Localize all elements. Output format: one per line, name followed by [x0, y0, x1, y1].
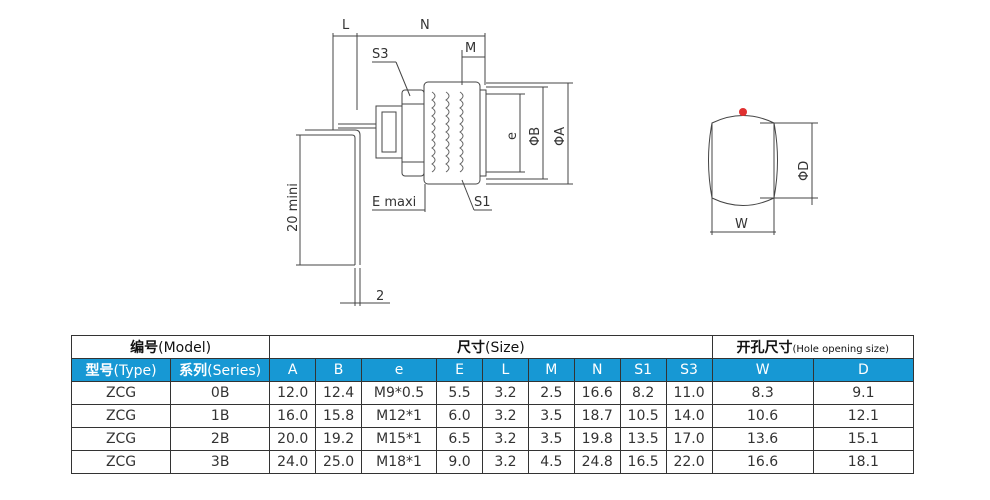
col-W: W [711, 358, 814, 382]
col-L: L [482, 358, 529, 382]
table-group-header: 编号(Model) 尺寸(Size) 开孔尺寸(Hole opening siz… [70, 335, 915, 359]
label-2: 2 [376, 289, 384, 304]
col-A: A [269, 358, 317, 382]
drawing-labels: L N M S3 e ΦB ΦA E maxi S1 20 mini 2 [286, 18, 568, 304]
label-S1: S1 [474, 195, 491, 210]
label-M: M [465, 41, 476, 56]
col-S1: S1 [619, 358, 667, 382]
col-e: e [360, 358, 438, 382]
label-E-maxi: E maxi [372, 195, 416, 210]
col-N: N [573, 358, 621, 382]
technical-drawing: L N M S3 e ΦB ΦA E maxi S1 20 mini 2 ΦD … [286, 18, 818, 306]
label-phiD: ΦD [797, 161, 812, 181]
col-S3: S3 [665, 358, 713, 382]
table-row: ZCG 0B 12.0 12.4 M9*0.5 5.5 3.2 2.5 16.6… [70, 381, 915, 405]
orientation-dot-icon [739, 108, 747, 116]
col-type: 型号(Type) [70, 358, 172, 382]
col-D: D [812, 358, 915, 382]
hole-opening-view [708, 115, 818, 235]
table-row: ZCG 2B 20.0 19.2 M15*1 6.5 3.2 3.5 19.8 … [70, 427, 915, 451]
table-row: ZCG 1B 16.0 15.8 M12*1 6.0 3.2 3.5 18.7 … [70, 404, 915, 428]
label-phiB: ΦB [528, 127, 543, 146]
label-e: e [505, 132, 520, 140]
label-20-mini: 20 mini [286, 183, 301, 232]
table-column-header: 型号(Type) 系列(Series) A B e E L M N S1 S3 … [70, 358, 915, 382]
col-B: B [315, 358, 362, 382]
header-hole: 开孔尺寸(Hole opening size) [711, 335, 915, 359]
header-size: 尺寸(Size) [269, 335, 713, 359]
label-S3: S3 [372, 47, 389, 62]
connector-side-view [296, 33, 573, 306]
spec-table: 编号(Model) 尺寸(Size) 开孔尺寸(Hole opening siz… [70, 335, 915, 474]
col-E: E [436, 358, 483, 382]
header-model: 编号(Model) [70, 335, 271, 359]
col-series: 系列(Series) [170, 358, 271, 382]
col-M: M [527, 358, 575, 382]
label-phiA: ΦA [553, 127, 568, 146]
table-row: ZCG 3B 24.0 25.0 M18*1 9.0 3.2 4.5 24.8 … [70, 450, 915, 474]
label-L: L [342, 18, 350, 33]
label-N: N [420, 18, 430, 33]
label-W: W [735, 217, 748, 232]
